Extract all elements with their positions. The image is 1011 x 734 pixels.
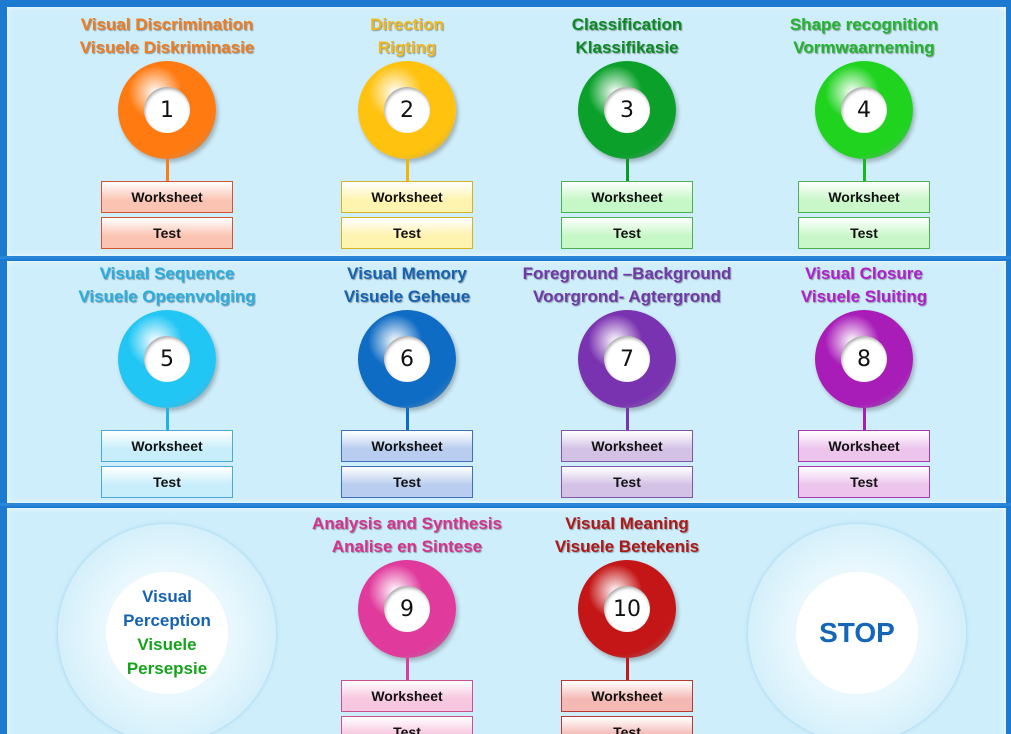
topic-title-af: Voorgrond- Agtergrond	[533, 287, 721, 306]
topic-foreground-background: Foreground –Background Voorgrond- Agterg…	[497, 262, 757, 498]
topic-number: 1	[144, 87, 190, 133]
connector-line	[626, 159, 629, 181]
test-button-visual-closure[interactable]: Test	[798, 466, 930, 498]
topic-title-af: Analise en Sintese	[331, 537, 483, 556]
worksheet-button-visual-sequence[interactable]: Worksheet	[101, 430, 233, 462]
worksheet-button-foreground-background[interactable]: Worksheet	[561, 430, 693, 462]
connector-line	[626, 658, 629, 680]
topic-visual-meaning: Visual Meaning Visuele Betekenis 10 Work…	[497, 512, 757, 734]
worksheet-button-visual-closure[interactable]: Worksheet	[798, 430, 930, 462]
topic-visual-memory: Visual Memory Visuele Geheue 6 Worksheet…	[277, 262, 537, 498]
test-button-shape-recognition[interactable]: Test	[798, 217, 930, 249]
connector-line	[166, 159, 169, 181]
topic-title-af: Visuele Opeenvolging	[78, 287, 256, 306]
topic-number: 9	[384, 586, 430, 632]
number-ring-direction[interactable]: 2	[358, 61, 456, 159]
connector-line	[406, 159, 409, 181]
topic-number: 10	[604, 586, 650, 632]
test-button-visual-memory[interactable]: Test	[341, 466, 473, 498]
center-line-1: Visual	[142, 587, 192, 606]
topic-number: 6	[384, 336, 430, 382]
connector-line	[406, 408, 409, 430]
visual-perception-badge: Visual Perception Visuele Persepsie	[58, 524, 276, 734]
test-button-foreground-background[interactable]: Test	[561, 466, 693, 498]
topic-classification: Classification Klassifikasie 3 Worksheet…	[497, 13, 757, 249]
stop-button-face[interactable]: STOP	[796, 572, 918, 694]
topic-title-en: Visual Discrimination	[80, 15, 254, 34]
topic-visual-sequence: Visual Sequence Visuele Opeenvolging 5 W…	[37, 262, 297, 498]
topic-title-en: Visual Meaning	[565, 514, 689, 533]
topic-title-en: Foreground –Background	[522, 264, 732, 283]
worksheet-button-shape-recognition[interactable]: Worksheet	[798, 181, 930, 213]
topic-title-af: Klassifikasie	[575, 38, 679, 57]
number-ring-visual-meaning[interactable]: 10	[578, 560, 676, 658]
topic-number: 7	[604, 336, 650, 382]
worksheet-button-classification[interactable]: Worksheet	[561, 181, 693, 213]
test-button-analysis-synthesis[interactable]: Test	[341, 716, 473, 734]
topic-title-en: Visual Closure	[805, 264, 923, 283]
number-ring-foreground-background[interactable]: 7	[578, 310, 676, 408]
number-ring-visual-sequence[interactable]: 5	[118, 310, 216, 408]
connector-line	[166, 408, 169, 430]
center-line-4: Persepsie	[126, 659, 208, 678]
stop-label: STOP	[819, 617, 895, 648]
topic-title-af: Visuele Geheue	[343, 287, 471, 306]
topic-title-af: Vormwaarneming	[793, 38, 935, 57]
number-ring-classification[interactable]: 3	[578, 61, 676, 159]
connector-line	[863, 159, 866, 181]
topic-direction: Direction Rigting 2 Worksheet Test	[277, 13, 537, 249]
worksheet-button-visual-memory[interactable]: Worksheet	[341, 430, 473, 462]
number-ring-visual-discrimination[interactable]: 1	[118, 61, 216, 159]
number-ring-visual-closure[interactable]: 8	[815, 310, 913, 408]
topic-title-en: Analysis and Synthesis	[312, 514, 502, 533]
center-line-3: Visuele	[137, 635, 197, 654]
topic-number: 5	[144, 336, 190, 382]
number-ring-shape-recognition[interactable]: 4	[815, 61, 913, 159]
test-button-direction[interactable]: Test	[341, 217, 473, 249]
worksheet-button-visual-discrimination[interactable]: Worksheet	[101, 181, 233, 213]
connector-line	[406, 658, 409, 680]
row-divider	[0, 256, 1011, 259]
topic-title-en: Classification	[571, 15, 683, 34]
worksheet-button-analysis-synthesis[interactable]: Worksheet	[341, 680, 473, 712]
test-button-visual-discrimination[interactable]: Test	[101, 217, 233, 249]
topic-title-af: Visuele Betekenis	[554, 537, 700, 556]
center-line-2: Perception	[123, 611, 211, 630]
topic-title-en: Visual Sequence	[99, 264, 235, 283]
topic-number: 2	[384, 87, 430, 133]
test-button-visual-sequence[interactable]: Test	[101, 466, 233, 498]
topic-shape-recognition: Shape recognition Vormwaarneming 4 Works…	[734, 13, 994, 249]
topic-title-en: Visual Memory	[347, 264, 467, 283]
worksheet-button-direction[interactable]: Worksheet	[341, 181, 473, 213]
worksheet-button-visual-meaning[interactable]: Worksheet	[561, 680, 693, 712]
topic-visual-closure: Visual Closure Visuele Sluiting 8 Worksh…	[734, 262, 994, 498]
topic-title-af: Visuele Diskriminasie	[79, 38, 255, 57]
visual-perception-label: Visual Perception Visuele Persepsie	[106, 572, 228, 694]
test-button-visual-meaning[interactable]: Test	[561, 716, 693, 734]
test-button-classification[interactable]: Test	[561, 217, 693, 249]
number-ring-analysis-synthesis[interactable]: 9	[358, 560, 456, 658]
topic-number: 8	[841, 336, 887, 382]
topic-title-en: Shape recognition	[789, 15, 939, 34]
topic-analysis-synthesis: Analysis and Synthesis Analise en Sintes…	[277, 512, 537, 734]
number-ring-visual-memory[interactable]: 6	[358, 310, 456, 408]
connector-line	[863, 408, 866, 430]
topic-visual-discrimination: Visual Discrimination Visuele Diskrimina…	[37, 13, 297, 249]
row-divider	[0, 503, 1011, 506]
topic-title-en: Direction	[370, 15, 444, 34]
topic-title-af: Rigting	[377, 38, 437, 57]
connector-line	[626, 408, 629, 430]
topic-number: 3	[604, 87, 650, 133]
topic-title-af: Visuele Sluiting	[800, 287, 928, 306]
topic-number: 4	[841, 87, 887, 133]
stop-button[interactable]: STOP	[748, 524, 966, 734]
